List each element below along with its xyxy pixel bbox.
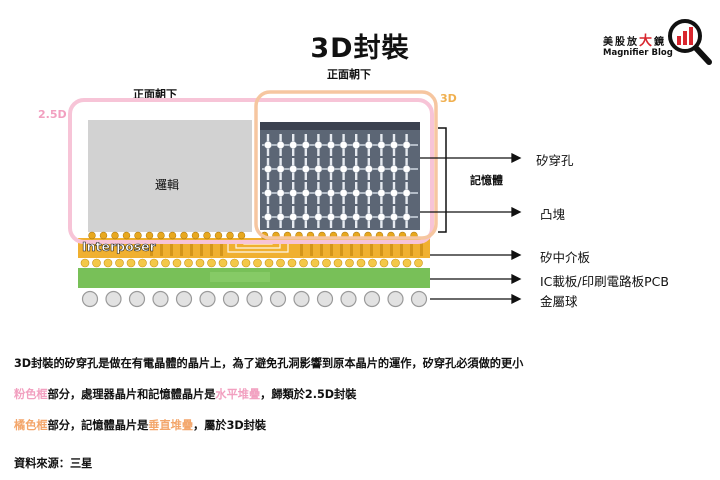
magnifier-icon xyxy=(668,19,712,65)
label-face-down-3d: 正面朝下 xyxy=(327,68,371,81)
orange-frame-3d xyxy=(254,90,438,240)
micro-bump-row xyxy=(80,258,423,268)
pink-frame-2-5d xyxy=(68,98,434,244)
callout-pcb: IC載板/印刷電路板PCB xyxy=(540,274,669,289)
brand-en-name: Magnifier Blog xyxy=(603,48,673,58)
tag-3d: 3D xyxy=(440,92,457,105)
interposer-label: Interposer xyxy=(82,239,156,255)
paragraph-2-5d: 粉色框部分，處理器晶片和記憶體晶片是水平堆疊，歸類於2.5D封裝 xyxy=(14,388,357,401)
memory-label: 記憶體 xyxy=(470,174,503,187)
logic-die xyxy=(88,120,252,232)
page-title: 3D封裝 xyxy=(310,33,410,64)
callout-bump: 凸塊 xyxy=(540,207,566,222)
source-note: 資料來源：三星 xyxy=(14,457,93,470)
callout-tsv: 矽穿孔 xyxy=(536,153,574,168)
brand-cn-name: 美股放大鏡 xyxy=(603,34,667,49)
logic-label: 邏輯 xyxy=(155,178,180,192)
callout-solder-ball: 金屬球 xyxy=(540,294,578,309)
label-face-down-2-5d: 正面朝下 xyxy=(133,88,177,101)
callout-interposer: 矽中介板 xyxy=(540,250,591,265)
tag-2-5d: 2.5D xyxy=(38,108,67,121)
paragraph-tsv: 3D封裝的矽穿孔是做在有電晶體的晶片上，為了避免孔洞影響到原本晶片的運作，矽穿孔… xyxy=(14,357,524,370)
brand-logo: 美股放大鏡 Magnifier Blog xyxy=(603,19,712,68)
paragraph-3d: 橘色框部分，記憶體晶片是垂直堆疊，屬於3D封裝 xyxy=(14,419,267,432)
